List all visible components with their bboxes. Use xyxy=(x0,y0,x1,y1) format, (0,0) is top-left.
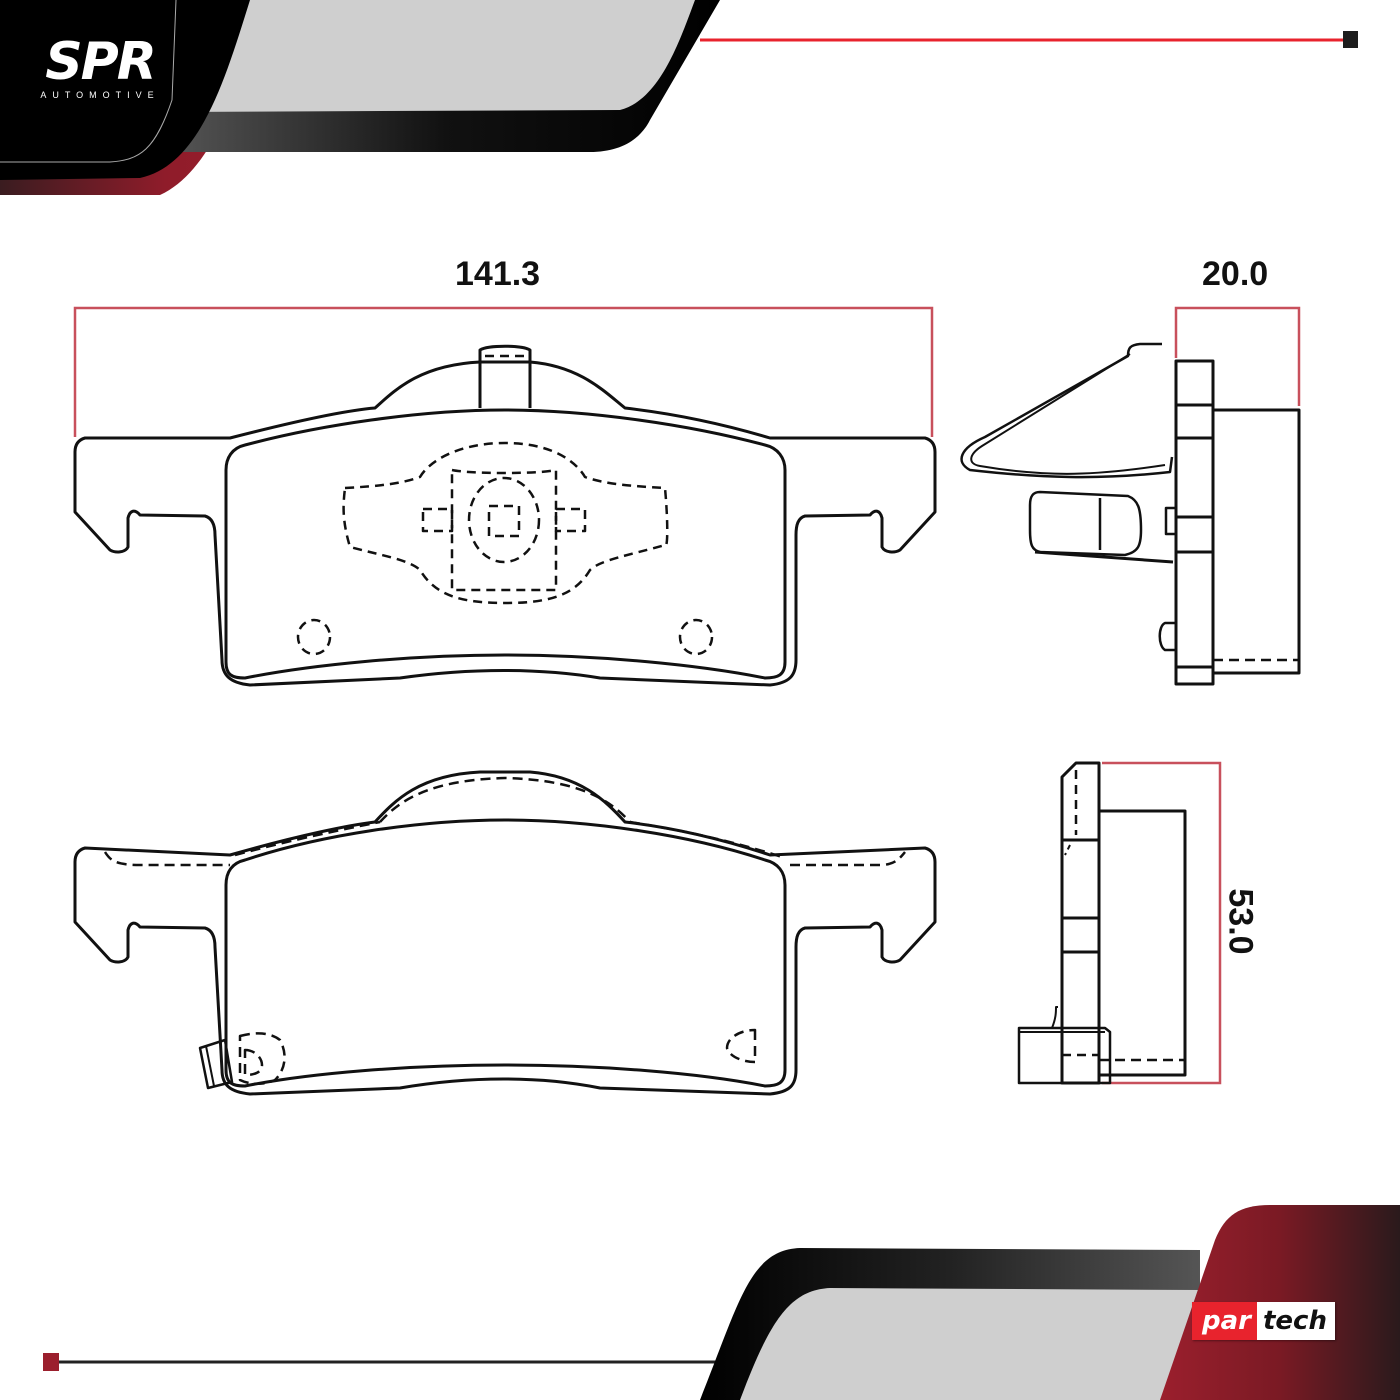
rear-view xyxy=(73,770,937,1096)
dim-line-thickness xyxy=(1174,306,1301,406)
dimension-height-label: 53.0 xyxy=(1221,888,1260,955)
footer-band xyxy=(700,1205,1400,1400)
spr-logo-subtitle: AUTOMOTIVE xyxy=(40,90,160,100)
front-view xyxy=(73,344,937,687)
dim-line-height xyxy=(1102,761,1222,1085)
frame-corner-top-right xyxy=(1343,31,1358,48)
header-band xyxy=(0,0,720,195)
side-view-clip xyxy=(960,342,1301,686)
partech-logo-part2: tech xyxy=(1256,1302,1335,1340)
spr-logo-text: SPR xyxy=(45,32,157,92)
dim-line-width xyxy=(73,306,934,437)
frame-corner-bottom-left xyxy=(43,1353,59,1371)
partech-logo: par tech xyxy=(1192,1302,1335,1340)
side-view-sensor xyxy=(1017,761,1187,1085)
spr-automotive-logo: SPR AUTOMOTIVE xyxy=(20,36,180,100)
dimension-width-label: 141.3 xyxy=(455,255,541,293)
partech-logo-part1: par xyxy=(1192,1302,1257,1340)
frame xyxy=(43,31,1358,1371)
dimension-lines xyxy=(73,306,1301,1085)
dimension-thickness-label: 20.0 xyxy=(1202,255,1269,293)
